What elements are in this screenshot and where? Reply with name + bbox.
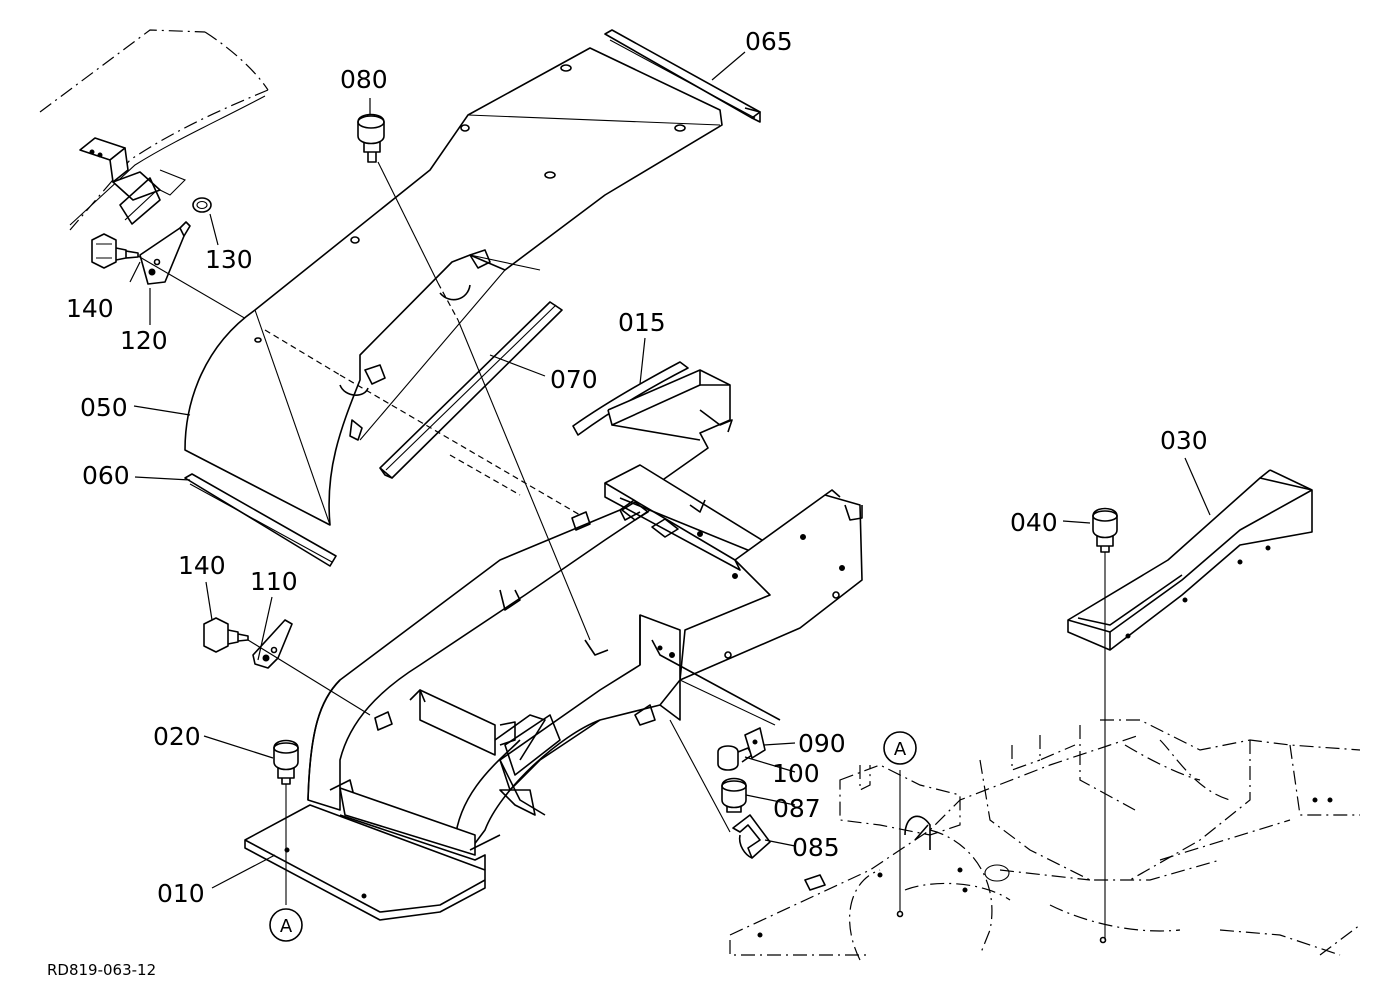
frame-structure xyxy=(307,369,863,851)
callout-a-label-right: A xyxy=(894,739,907,760)
callout-a-lower-left: A xyxy=(269,908,303,942)
bracket-part-110 xyxy=(252,619,293,669)
label-070: 070 xyxy=(550,365,598,394)
drawing-reference-code: RD819-063-12 xyxy=(47,961,156,979)
label-120: 120 xyxy=(120,326,168,355)
knob-part-080 xyxy=(357,113,385,163)
label-030: 030 xyxy=(1160,426,1208,455)
callout-a-right: A xyxy=(883,731,917,765)
hinge-bracket-upper xyxy=(79,137,186,225)
label-140-lower: 140 xyxy=(178,551,226,580)
bracket-part-090 xyxy=(744,727,766,759)
label-085: 085 xyxy=(792,833,840,862)
label-065: 065 xyxy=(745,27,793,56)
label-015: 015 xyxy=(618,308,666,337)
bracket-part-120 xyxy=(139,221,191,285)
callout-a-label-left: A xyxy=(280,916,293,937)
label-040: 040 xyxy=(1010,508,1058,537)
knob-part-087 xyxy=(721,777,747,813)
machine-base-outline xyxy=(729,719,1361,961)
label-130: 130 xyxy=(205,245,253,274)
label-020: 020 xyxy=(153,722,201,751)
tray-part-030 xyxy=(1067,469,1313,651)
label-087: 087 xyxy=(773,794,821,823)
label-100: 100 xyxy=(772,759,820,788)
bolt-part-140-upper xyxy=(91,233,139,269)
cover-panel-050 xyxy=(184,47,723,526)
label-050: 050 xyxy=(80,393,128,422)
label-010: 010 xyxy=(157,879,205,908)
seal-strip-070 xyxy=(379,301,563,479)
label-090: 090 xyxy=(798,729,846,758)
label-060: 060 xyxy=(82,461,130,490)
knob-part-040 xyxy=(1092,507,1118,553)
label-140-upper: 140 xyxy=(66,294,114,323)
ring-part-130 xyxy=(192,197,212,213)
seal-part-015 xyxy=(572,361,689,436)
floor-plate-010 xyxy=(244,787,501,921)
knob-part-020 xyxy=(273,739,299,785)
bolt-part-140-lower xyxy=(203,617,249,653)
label-080: 080 xyxy=(340,65,388,94)
adjacent-cover-outline xyxy=(39,29,269,231)
label-110: 110 xyxy=(250,567,298,596)
seal-strip-060 xyxy=(184,473,337,567)
knob-part-100 xyxy=(717,745,753,771)
seal-strip-065 xyxy=(604,29,761,123)
clip-part-085 xyxy=(732,814,771,859)
